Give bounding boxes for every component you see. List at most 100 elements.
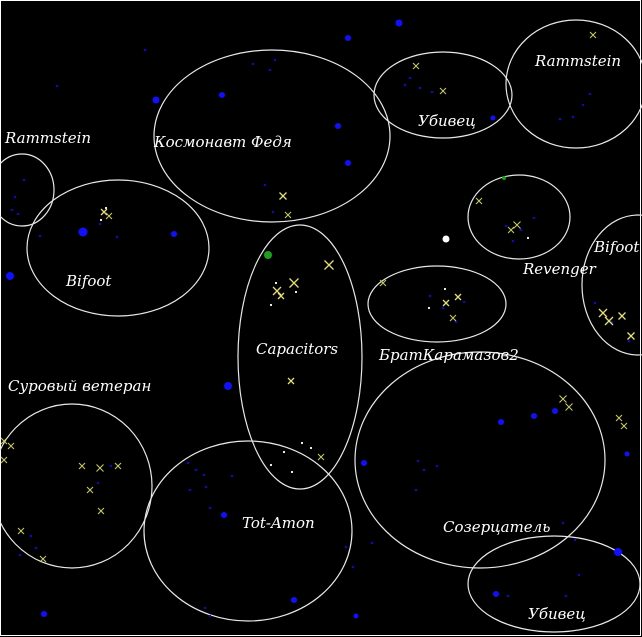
star[interactable] (221, 512, 227, 518)
fleet-marker[interactable] (454, 293, 462, 301)
fleet-marker[interactable] (324, 260, 334, 270)
star[interactable] (442, 235, 450, 243)
fleet-marker[interactable] (97, 507, 105, 515)
star[interactable] (219, 92, 225, 98)
zone-label: Убивец (418, 112, 476, 130)
star (532, 216, 536, 220)
fleet-marker[interactable] (272, 286, 282, 296)
star (269, 303, 273, 307)
fleet-marker[interactable] (598, 308, 608, 318)
star (577, 573, 581, 577)
star[interactable] (493, 591, 499, 597)
fleet-marker[interactable] (589, 31, 597, 39)
star[interactable] (395, 19, 403, 27)
fleet-marker[interactable] (0, 437, 8, 445)
zone-rammstein-left[interactable] (0, 153, 55, 227)
fleet-marker[interactable] (442, 299, 450, 307)
fleet-marker[interactable] (7, 442, 15, 450)
star[interactable] (171, 231, 177, 237)
star[interactable] (224, 382, 232, 390)
zone-ubivets-top[interactable] (373, 51, 513, 139)
fleet-marker[interactable] (615, 414, 623, 422)
star (188, 488, 192, 492)
zone-bifoot-right[interactable] (581, 214, 642, 356)
zone-rammstein-right[interactable] (505, 19, 642, 149)
zone-capacitors[interactable] (237, 224, 363, 490)
star[interactable] (152, 96, 160, 104)
star[interactable] (291, 597, 297, 603)
star (561, 521, 565, 525)
fleet-marker[interactable] (0, 456, 8, 464)
zone-revenger[interactable] (467, 174, 571, 260)
fleet-marker[interactable] (114, 462, 122, 470)
zone-brat-karamazov[interactable] (367, 265, 507, 343)
stars-layer (6, 19, 631, 619)
fleet-marker[interactable] (565, 403, 573, 411)
fleet-marker[interactable] (620, 422, 628, 430)
star (418, 86, 422, 90)
star[interactable] (353, 613, 359, 619)
fleet-marker[interactable] (86, 486, 94, 494)
star[interactable] (498, 419, 504, 425)
fleet-marker[interactable] (412, 62, 420, 70)
star (29, 534, 33, 538)
star (99, 218, 103, 222)
fleet-marker[interactable] (604, 316, 614, 326)
zone-kosmonavt-fedya[interactable] (153, 49, 391, 223)
star[interactable] (552, 408, 558, 414)
star (208, 614, 212, 618)
fleet-marker[interactable] (513, 221, 521, 229)
star (370, 541, 374, 545)
star[interactable] (6, 272, 14, 280)
fleet-marker[interactable] (618, 312, 626, 320)
star[interactable] (614, 548, 622, 556)
star[interactable] (264, 251, 272, 259)
fleet-marker[interactable] (78, 462, 86, 470)
fleet-marker[interactable] (449, 314, 457, 322)
star[interactable] (502, 176, 506, 180)
zone-bifoot-left[interactable] (26, 179, 210, 317)
zone-label: Rammstein (4, 129, 91, 147)
fleet-marker[interactable] (475, 197, 483, 205)
zone-label: Capacitors (256, 340, 338, 358)
fleet-marker[interactable] (17, 527, 25, 535)
star[interactable] (490, 115, 496, 121)
fleet-marker[interactable] (317, 453, 325, 461)
zone-label: Созерцатель (443, 518, 550, 536)
zone-surovy-veteran[interactable] (0, 403, 153, 569)
star[interactable] (78, 227, 88, 237)
fleet-marker[interactable] (277, 292, 285, 300)
star[interactable] (345, 35, 351, 41)
fleet-marker[interactable] (627, 332, 635, 340)
star (428, 294, 432, 298)
zone-label: Убивец (528, 605, 586, 623)
zone-ubivets-bottom[interactable] (467, 535, 641, 633)
zone-sozertsatel[interactable] (354, 351, 606, 569)
fleet-marker[interactable] (439, 87, 447, 95)
fleet-marker[interactable] (105, 212, 113, 220)
fleet-marker[interactable] (39, 555, 47, 563)
star (422, 468, 426, 472)
fleet-marker[interactable] (279, 192, 287, 200)
star[interactable] (345, 160, 351, 166)
fleet-marker[interactable] (379, 279, 387, 287)
fleet-marker[interactable] (284, 211, 292, 219)
fleet-marker[interactable] (507, 226, 515, 234)
star[interactable] (531, 413, 537, 419)
star[interactable] (361, 460, 367, 466)
star (435, 464, 439, 468)
fleet-marker[interactable] (289, 278, 299, 288)
star (271, 210, 275, 214)
star[interactable] (41, 611, 47, 617)
fleet-marker[interactable] (287, 377, 295, 385)
star[interactable] (624, 451, 630, 457)
star (511, 239, 515, 243)
fleet-marker[interactable] (100, 208, 108, 216)
fleet-marker[interactable] (96, 464, 104, 472)
fleet-marker[interactable] (559, 395, 567, 403)
star[interactable] (335, 123, 341, 129)
zone-tot-amon[interactable] (143, 440, 353, 622)
